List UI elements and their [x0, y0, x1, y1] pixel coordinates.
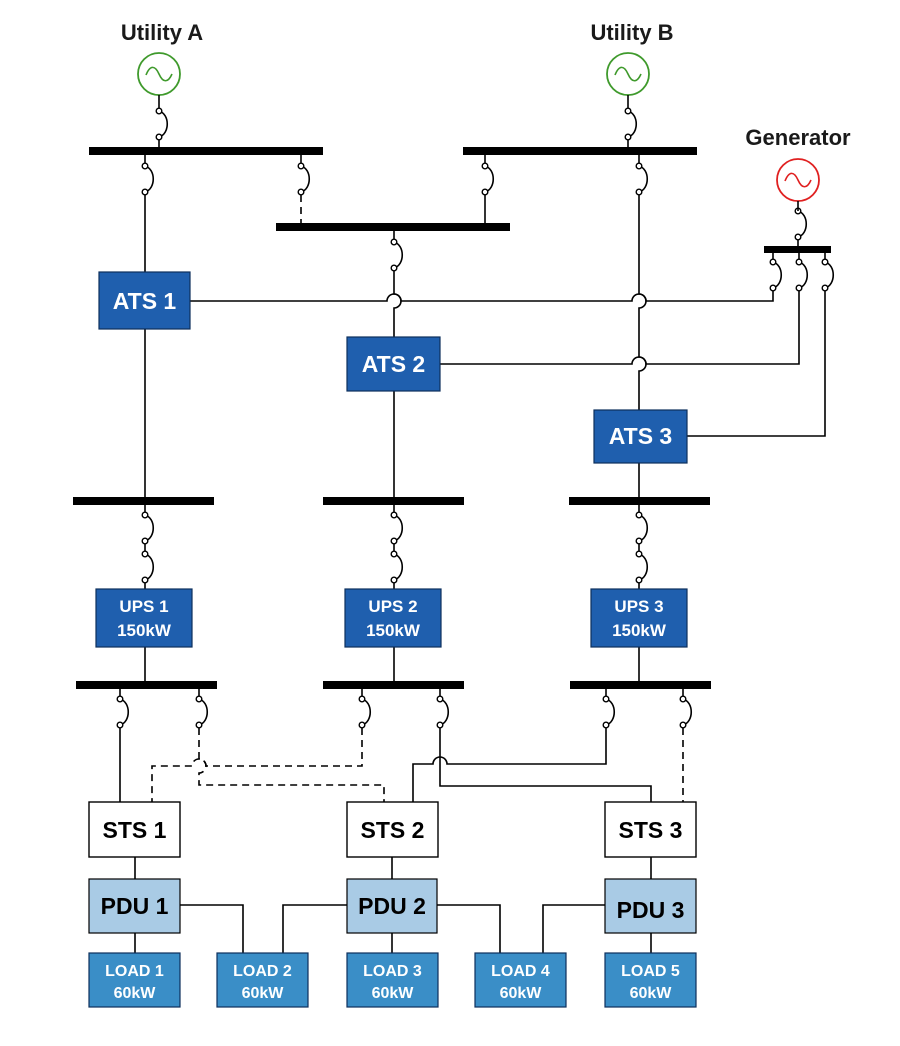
load-1-rating: 60kW [114, 985, 157, 1002]
utility-b-label: Utility B [590, 20, 673, 45]
ups-1-box: UPS 1 150kW [95, 588, 193, 648]
load-2-rating: 60kW [242, 985, 285, 1002]
breaker-icon [390, 238, 404, 272]
ups-3-box: UPS 3 150kW [590, 588, 688, 648]
breaker-icon [358, 695, 372, 729]
breaker-icon [155, 107, 169, 141]
breaker-icon [794, 207, 808, 241]
breaker-icon [390, 511, 404, 545]
breaker-icon [141, 511, 155, 545]
ups-2-rating: 150kW [366, 621, 421, 640]
wires [119, 95, 826, 953]
breaker-icon [436, 695, 450, 729]
pdu-2-label: PDU 2 [358, 893, 426, 919]
generator-source-icon [776, 158, 820, 202]
pdu-2-box: PDU 2 [346, 878, 438, 934]
load-5-name: LOAD 5 [621, 963, 680, 980]
ups1-output-bus [76, 681, 217, 689]
sts-3-label: STS 3 [619, 817, 683, 843]
sts-1-box: STS 1 [88, 801, 181, 858]
utility-a-main-bus [89, 147, 323, 155]
ups-3-name: UPS 3 [614, 597, 663, 616]
breaker-icon [141, 550, 155, 584]
load-3-rating: 60kW [372, 985, 415, 1002]
ups2-output-bus [323, 681, 464, 689]
tie-bus [276, 223, 510, 231]
breaker-icon [141, 162, 155, 196]
generator-bus [764, 246, 831, 253]
pdu-1-box: PDU 1 [88, 878, 181, 934]
sts-3-box: STS 3 [604, 801, 697, 858]
load-2-name: LOAD 2 [233, 963, 292, 980]
breaker-icon [635, 511, 649, 545]
pdu-3-box: PDU 3 [604, 878, 697, 934]
ups-2-name: UPS 2 [368, 597, 417, 616]
ups-3-rating: 150kW [612, 621, 667, 640]
breaker-icon [679, 695, 693, 729]
utility-a-source-icon [137, 52, 181, 96]
ats-1-box: ATS 1 [98, 271, 191, 330]
ups3-output-bus [570, 681, 711, 689]
pdu-3-label: PDU 3 [617, 897, 685, 923]
ups3-input-bus [569, 497, 710, 505]
ats-2-label: ATS 2 [362, 351, 425, 377]
breaker-icon [635, 550, 649, 584]
ats-2-box: ATS 2 [346, 336, 441, 392]
breaker-icon [602, 695, 616, 729]
load-2-box: LOAD 2 60kW [216, 952, 309, 1008]
utility-b-main-bus [463, 147, 697, 155]
load-1-name: LOAD 1 [105, 963, 164, 980]
breaker-icon [769, 258, 783, 292]
breakers [116, 107, 835, 729]
ats-1-label: ATS 1 [113, 288, 177, 314]
load-4-rating: 60kW [500, 985, 543, 1002]
sts-1-label: STS 1 [103, 817, 167, 843]
load-4-name: LOAD 4 [491, 963, 550, 980]
sts-2-label: STS 2 [361, 817, 425, 843]
breaker-icon [795, 258, 809, 292]
generator-label: Generator [745, 125, 851, 150]
ats-3-label: ATS 3 [609, 423, 672, 449]
load-1-box: LOAD 1 60kW [88, 952, 181, 1008]
ats-3-box: ATS 3 [593, 409, 688, 464]
breaker-icon [195, 695, 209, 729]
pdu-1-label: PDU 1 [101, 893, 169, 919]
breaker-icon [116, 695, 130, 729]
sts-2-box: STS 2 [346, 801, 439, 858]
ups2-input-bus [323, 497, 464, 505]
breaker-icon [297, 162, 311, 196]
breaker-icon [390, 550, 404, 584]
ups-1-name: UPS 1 [119, 597, 168, 616]
ups-2-box: UPS 2 150kW [344, 588, 442, 648]
ups-1-rating: 150kW [117, 621, 172, 640]
load-3-name: LOAD 3 [363, 963, 422, 980]
breaker-icon [481, 162, 495, 196]
load-3-box: LOAD 3 60kW [346, 952, 439, 1008]
breaker-icon [821, 258, 835, 292]
utility-b-source-icon [606, 52, 650, 96]
load-4-box: LOAD 4 60kW [474, 952, 567, 1008]
load-5-rating: 60kW [630, 985, 673, 1002]
buses [73, 147, 831, 689]
breaker-icon [635, 162, 649, 196]
utility-a-label: Utility A [121, 20, 203, 45]
load-5-box: LOAD 5 60kW [604, 952, 697, 1008]
ups1-input-bus [73, 497, 214, 505]
breaker-icon [624, 107, 638, 141]
